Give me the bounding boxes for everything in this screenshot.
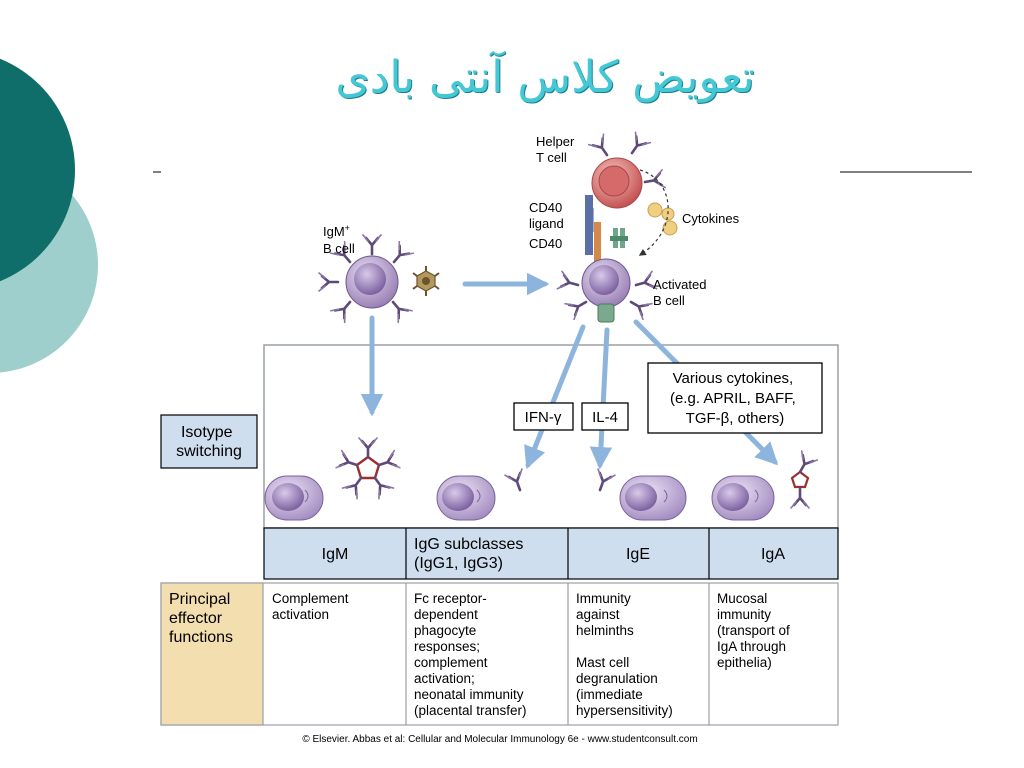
svg-text:Isotype switching: Isotype switching [176,424,242,460]
slide-title: تعویض کلاس آنتی بادی [335,52,755,103]
antigen [412,266,440,296]
various-cytokines-box: Various cytokines, (e.g. APRIL, BAFF, TG… [647,362,823,434]
label-principal-effector-functions: Principal effector functions [169,591,235,646]
activated-b-cell [556,258,658,323]
ige-antibody [590,467,617,495]
plasma-cell-igm [264,475,324,521]
effector-iga: Mucosal immunity (transport of IgA throu… [717,591,794,670]
label-cd40: CD40 [529,236,562,251]
effector-functions-row: Principal effector functions Complement … [160,582,839,726]
svg-text:IL-4: IL-4 [592,409,618,426]
isotype-igm: IgM [322,546,349,563]
cytokine-arrow [638,169,669,256]
label-igm-b-cell: IgM+ B cell [323,219,355,256]
effector-igm: Complement activation [272,591,352,622]
helper-t-cell [586,130,667,232]
deco-dark-circle [0,58,75,282]
effector-ige: Immunity against helminths Mast cell deg… [576,591,673,718]
label-cd40-ligand: CD40 ligand [529,200,566,231]
isotype-igg: IgG subclasses (IgG1, IgG3) [414,536,528,572]
cd40-bar [594,222,601,262]
receptor-pair [610,228,628,248]
igm-pentamer [334,436,402,500]
flow-arrows [360,272,779,470]
iga-dimer [789,449,819,510]
plasma-cell-iga [711,475,775,521]
label-helper-t-cell: Helper T cell [536,134,578,165]
decorative-circles [0,58,98,373]
igg-antibody [503,467,530,495]
credit-line: © Elsevier. Abbas et al: Cellular and Mo… [302,734,697,745]
isotype-ige: IgE [626,546,650,563]
il4-box: IL-4 [581,402,629,431]
cd40-ligand-bar [585,195,593,255]
label-cytokines: Cytokines [682,211,740,226]
label-activated-b-cell: Activated B cell [653,277,710,308]
isotype-iga: IgA [761,546,785,563]
effector-igg: Fc receptor- dependent phagocyte respons… [414,591,527,718]
isotype-header-row: IgM IgG subclasses (IgG1, IgG3) IgE IgA [263,527,839,580]
plasma-cell-igg [436,475,496,521]
svg-text:Various cytokines, (e.g.: Various cytokines, (e.g. APRIL, BAFF, TG… [670,370,800,427]
svg-text:IFN-γ: IFN-γ [525,409,562,426]
ifn-gamma-box: IFN-γ [513,402,574,431]
isotype-switching-label: Isotype switching [160,414,258,469]
igm-b-cell [317,233,415,324]
plasma-cell-ige [619,475,687,521]
